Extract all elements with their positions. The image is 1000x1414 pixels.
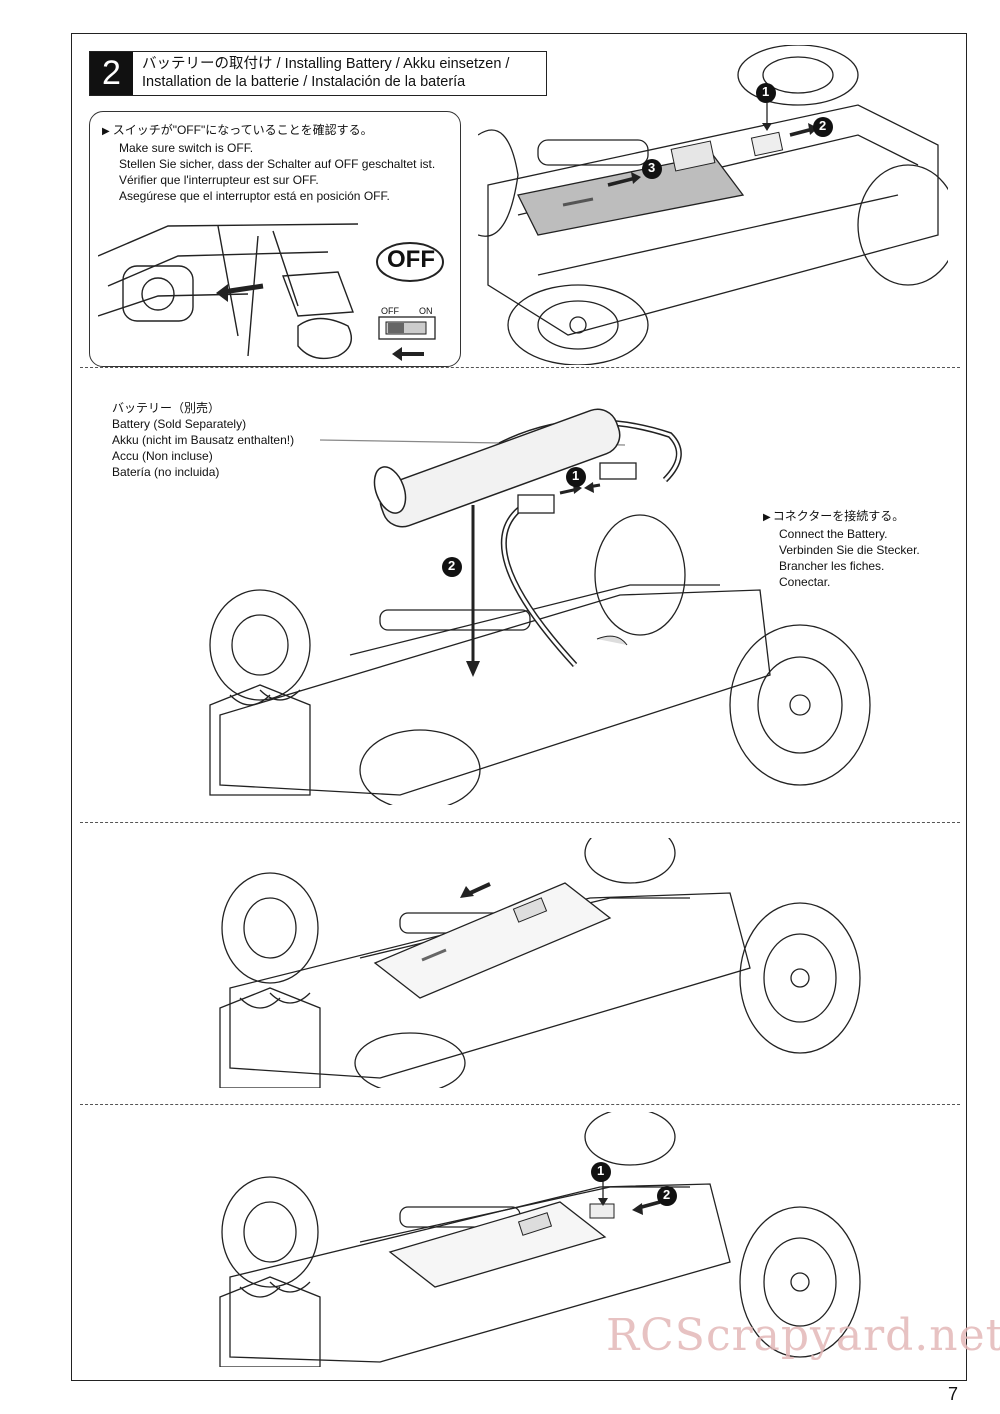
pointer-arrow-icon: ▶ — [763, 512, 771, 523]
callout-3-top-text: 3 — [648, 160, 656, 175]
step-title: バッテリーの取付け / Installing Battery / Akku ei… — [142, 55, 509, 91]
connector-label-de: Verbinden Sie die Stecker. — [779, 543, 920, 557]
callout-2-top — [813, 117, 833, 137]
note-de: Stellen Sie sicher, dass der Schalter au… — [119, 157, 436, 171]
battery-label-ja: バッテリー（別売） — [112, 401, 221, 415]
battery-label-fr: Accu (Non incluse) — [112, 449, 213, 463]
switch-closeup-illustration — [98, 223, 359, 360]
callout-1-battery-text: 1 — [572, 468, 580, 483]
pointer-arrow-icon: ▶ — [102, 126, 110, 137]
step-title-line2: Installation de la batterie / Instalació… — [142, 74, 466, 90]
callout-2-top-text: 2 — [819, 118, 827, 133]
section-divider-2 — [80, 822, 960, 823]
battery-label-es: Batería (no incluida) — [112, 465, 220, 479]
switch-on-label: ON — [419, 306, 433, 316]
page-number: 7 — [948, 1384, 959, 1404]
slide-switch-icon — [378, 316, 436, 361]
battery-install-illustration — [209, 408, 871, 805]
callout-1-bottom-text: 1 — [597, 1163, 605, 1178]
callout-3-top — [642, 159, 662, 179]
callout-1-battery — [566, 467, 586, 487]
callout-2-battery-text: 2 — [448, 558, 456, 573]
switch-check-box: ▶スイッチが"OFF"になっていることを確認する。 Make sure swit… — [89, 111, 461, 367]
chassis-top-view-illustration — [478, 45, 948, 365]
step-number: 2 — [90, 52, 133, 95]
connector-label-es: Conectar. — [779, 575, 831, 589]
step-header: 2 バッテリーの取付け / Installing Battery / Akku … — [89, 51, 547, 96]
battery-cover-illustration — [219, 838, 861, 1088]
note-fr: Vérifier que l'interrupteur est sur OFF. — [119, 173, 319, 187]
callout-2-bottom-text: 2 — [663, 1187, 671, 1202]
off-bubble — [376, 242, 444, 282]
switch-off-label: OFF — [381, 306, 399, 316]
note-ja: スイッチが"OFF"になっていることを確認する。 — [112, 123, 373, 137]
switch-note-text: ▶スイッチが"OFF"になっていることを確認する。 Make sure swit… — [102, 122, 435, 204]
callout-2-bottom — [657, 1186, 677, 1206]
callout-1-top — [756, 83, 776, 103]
callout-2-battery — [442, 557, 462, 577]
battery-label: バッテリー（別売） Battery (Sold Separately) Akku… — [112, 400, 294, 480]
callout-1-top-text: 1 — [762, 84, 770, 99]
connector-label-fr: Brancher les fiches. — [779, 559, 885, 573]
section-divider-3 — [80, 1104, 960, 1105]
off-big-text: OFF — [387, 246, 435, 273]
battery-label-en: Battery (Sold Separately) — [112, 417, 247, 431]
connector-label-ja: コネクターを接続する。 — [772, 509, 905, 523]
connector-label-en: Connect the Battery. — [779, 527, 888, 541]
battery-label-de: Akku (nicht im Bausatz enthalten!) — [112, 433, 295, 447]
note-en: Make sure switch is OFF. — [119, 141, 254, 155]
page-frame — [71, 33, 967, 1381]
note-es: Asegúrese que el interruptor está en pos… — [119, 189, 390, 203]
callout-1-bottom — [591, 1162, 611, 1182]
section-divider-1 — [80, 367, 960, 368]
watermark: RCScrapyard.net — [606, 1310, 1000, 1361]
connector-label: ▶コネクターを接続する。 Connect the Battery. Verbin… — [763, 508, 920, 590]
step-title-line1: バッテリーの取付け / Installing Battery / Akku ei… — [142, 56, 510, 72]
